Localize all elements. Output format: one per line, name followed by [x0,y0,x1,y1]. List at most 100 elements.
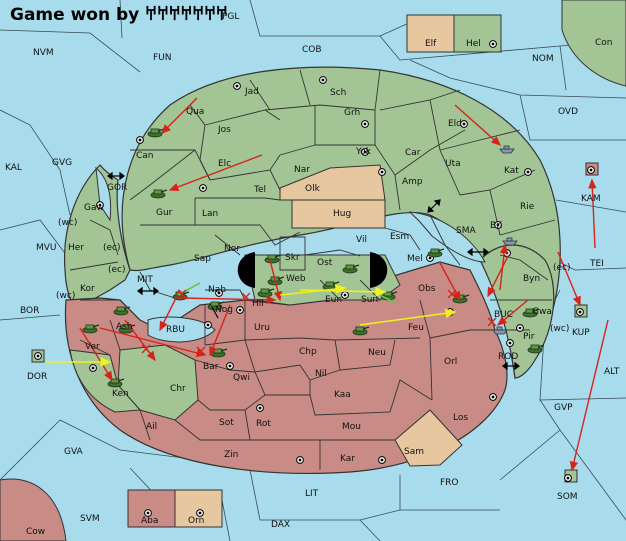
yellow-orders [46,284,457,367]
label-web: Web [286,274,306,284]
label-con: Con [595,38,613,48]
label-nvm: NVM [33,48,54,58]
label-rie: Rie [520,202,535,212]
label-uta: Uta [445,159,461,169]
label-neu: Neu [368,348,386,358]
label-alt: ALT [604,367,620,377]
label-gvp: GVP [554,403,573,413]
label-nom: NOM [532,54,554,64]
label-gaw: Gaw [84,203,104,213]
province-borders [69,69,556,470]
island-orn[interactable] [174,489,223,528]
label-los: Los [453,413,468,423]
label-gur: Gur [156,208,173,218]
label-pgl: PGL [222,12,239,22]
label-kaa: Kaa [334,390,351,400]
label-gva: GVA [64,447,84,457]
label-byn: Byn [523,274,540,284]
label-ovd: OVD [558,107,578,117]
label-sam: Sam [404,447,424,457]
label-kar: Kar [340,454,355,464]
label-ec2: (ec) [108,265,126,275]
label-ec1: (ec) [103,243,121,253]
label-ver: Ver [85,342,100,352]
label-uru: Uru [254,323,270,333]
label-nog: Nog [215,305,233,315]
label-can: Can [136,151,154,161]
label-hug: Hug [333,209,351,219]
game-title: Game won by 𐀀𐀀𐀀𐀀𐀀𐀀𐀀 [10,5,228,25]
label-her: Her [68,243,84,253]
label-cob: COB [302,45,322,55]
label-orn: Orn [188,516,204,526]
label-kor: Kor [80,284,95,294]
label-kal: KAL [5,163,22,173]
label-bar: Bar [203,362,219,372]
label-lit: LIT [305,489,319,499]
island-aba[interactable] [127,489,176,528]
label-amp: Amp [402,177,423,187]
label-mel: Mel [407,254,423,264]
label-sap: Sap [194,254,211,264]
label-nil: Nil [315,369,327,379]
island-elf[interactable] [406,14,455,53]
region-center[interactable] [244,254,401,306]
label-gwa: Gwa [532,307,552,317]
continent-west-arm[interactable] [63,164,131,306]
label-ken: Ken [112,389,129,399]
region-sam[interactable] [394,409,463,467]
shield-right[interactable] [370,252,388,288]
label-hil: Hil [252,299,264,309]
label-mvu: MVU [36,243,57,253]
label-eun: Eun [325,295,342,305]
province-labels: PGL NVM FUN COB NOM Con Elf Hel Jad Sch … [5,12,620,537]
label-vil: Vil [356,235,367,245]
label-car: Car [405,148,421,158]
lake-sma[interactable] [408,211,486,263]
label-sma: SMA [456,226,476,236]
label-yok: Yok [355,147,372,157]
lake-gor[interactable] [95,166,112,222]
label-gvg: GVG [52,158,72,168]
label-bor: BOR [20,306,39,316]
label-chp: Chp [299,347,317,357]
label-sun: Sun [361,295,378,305]
label-jad: Jad [244,87,259,97]
label-rot: Rot [256,419,271,429]
label-lan: Lan [202,209,218,219]
label-dor: DOR [27,372,47,382]
label-kup: KUP [572,328,590,338]
label-ost: Ost [317,258,333,268]
label-mit: MIT [137,275,153,285]
label-orl: Orl [444,357,457,367]
label-jos: Jos [217,125,231,135]
label-fun: FUN [153,53,172,63]
label-rbu: RBU [166,325,185,335]
red-orders [79,97,609,472]
label-svm: SVM [80,514,100,524]
label-nor: Nor [224,244,240,254]
shield-left[interactable] [237,252,255,288]
failed-order-marks [141,289,497,356]
label-eld: Eld [448,119,462,129]
label-obs: Obs [418,284,436,294]
label-qua: Qua [186,107,204,117]
label-skr: Skr [285,253,300,263]
label-dax: DAX [271,520,290,530]
label-sch: Sch [330,88,346,98]
label-feu: Feu [408,323,424,333]
label-hel: Hel [466,39,481,49]
label-pir: Pir [523,332,535,342]
label-olk: Olk [305,184,321,194]
label-zin: Zin [224,450,238,460]
label-fro: FRO [440,478,459,488]
label-buc: BUC [494,310,513,320]
label-rod: ROD [498,352,518,362]
label-bri: Bri [490,221,502,231]
label-som: SOM [557,492,578,502]
label-nab: Nab [208,285,226,295]
label-sot: Sot [219,418,234,428]
label-wc2: (wc) [56,291,75,301]
label-ec3: (ec) [553,263,571,273]
